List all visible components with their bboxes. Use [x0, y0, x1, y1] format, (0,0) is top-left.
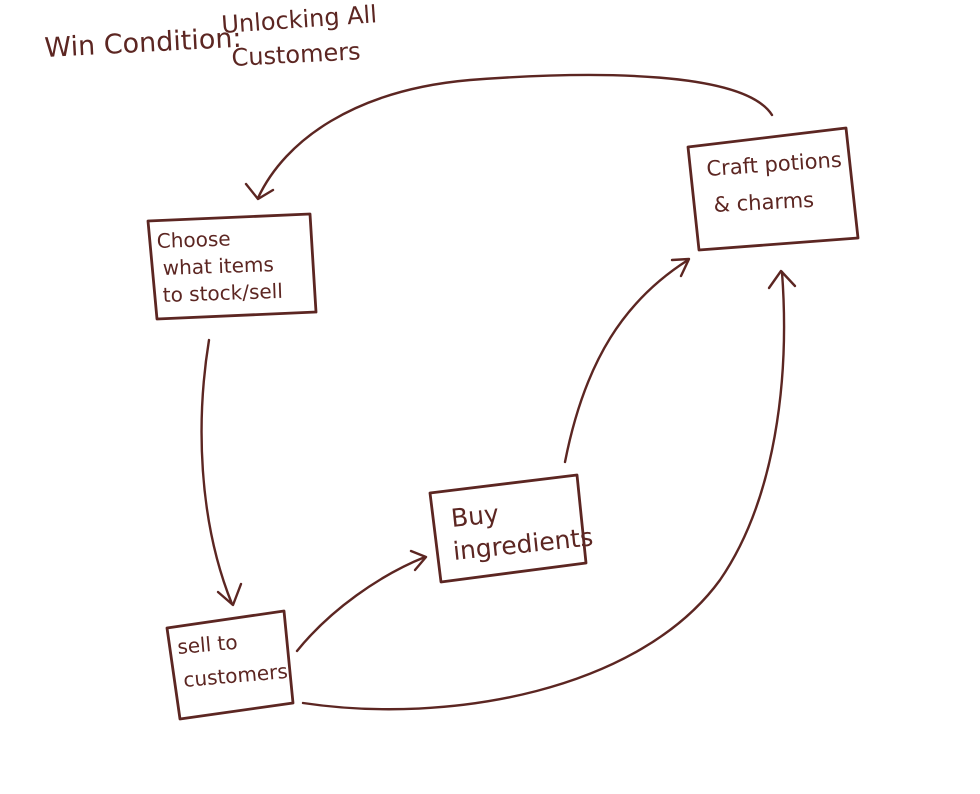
arrow-buy-to-craft	[563, 257, 691, 464]
node-choose-items: Choose what items to stock/sell	[146, 212, 318, 321]
arrow-choose-to-sell-line	[200, 338, 234, 606]
arrow-buy-to-craft-line	[563, 258, 690, 464]
node-craft-potions-line1: Craft potions	[706, 148, 843, 181]
node-sell-customers-line2: customers	[182, 659, 288, 692]
arrow-craft-to-choose	[244, 73, 774, 201]
arrow-buy-to-craft-head	[670, 257, 691, 278]
node-buy-ingredients-line1: Buy	[450, 499, 501, 533]
node-choose-items-box	[146, 212, 318, 321]
node-choose-items-line3: to stock/sell	[162, 279, 283, 307]
arrow-choose-to-sell	[200, 338, 243, 607]
arrow-choose-to-sell-head	[216, 582, 243, 607]
win-condition-label: Win Condition:	[44, 23, 243, 64]
win-condition-value-line1: Unlocking All	[220, 0, 377, 39]
arrow-sell-to-craft-head	[767, 269, 797, 290]
node-sell-customers-line1: sell to	[176, 630, 238, 659]
arrow-sell-to-craft	[301, 269, 797, 711]
node-sell-customers: sell to customers	[165, 609, 295, 721]
node-craft-potions: Craft potions & charms	[686, 126, 860, 252]
node-choose-items-line2: what items	[162, 252, 274, 280]
node-buy-ingredients: Buy ingredients	[428, 473, 594, 584]
node-craft-potions-box	[686, 126, 860, 252]
node-sell-customers-box	[165, 609, 295, 721]
node-craft-potions-line2: & charms	[713, 188, 815, 217]
arrow-sell-to-buy-line	[295, 555, 427, 653]
arrow-sell-to-buy	[295, 549, 428, 653]
node-choose-items-line1: Choose	[156, 226, 231, 253]
arrow-craft-to-choose-line	[256, 73, 774, 200]
node-buy-ingredients-box	[428, 473, 588, 584]
win-condition-value-line2: Customers	[231, 37, 361, 72]
arrow-sell-to-craft-line	[301, 270, 786, 711]
arrow-craft-to-choose-head	[244, 182, 275, 201]
arrow-sell-to-buy-head	[409, 549, 428, 572]
win-condition: Win Condition: Unlocking All Customers	[44, 0, 378, 72]
